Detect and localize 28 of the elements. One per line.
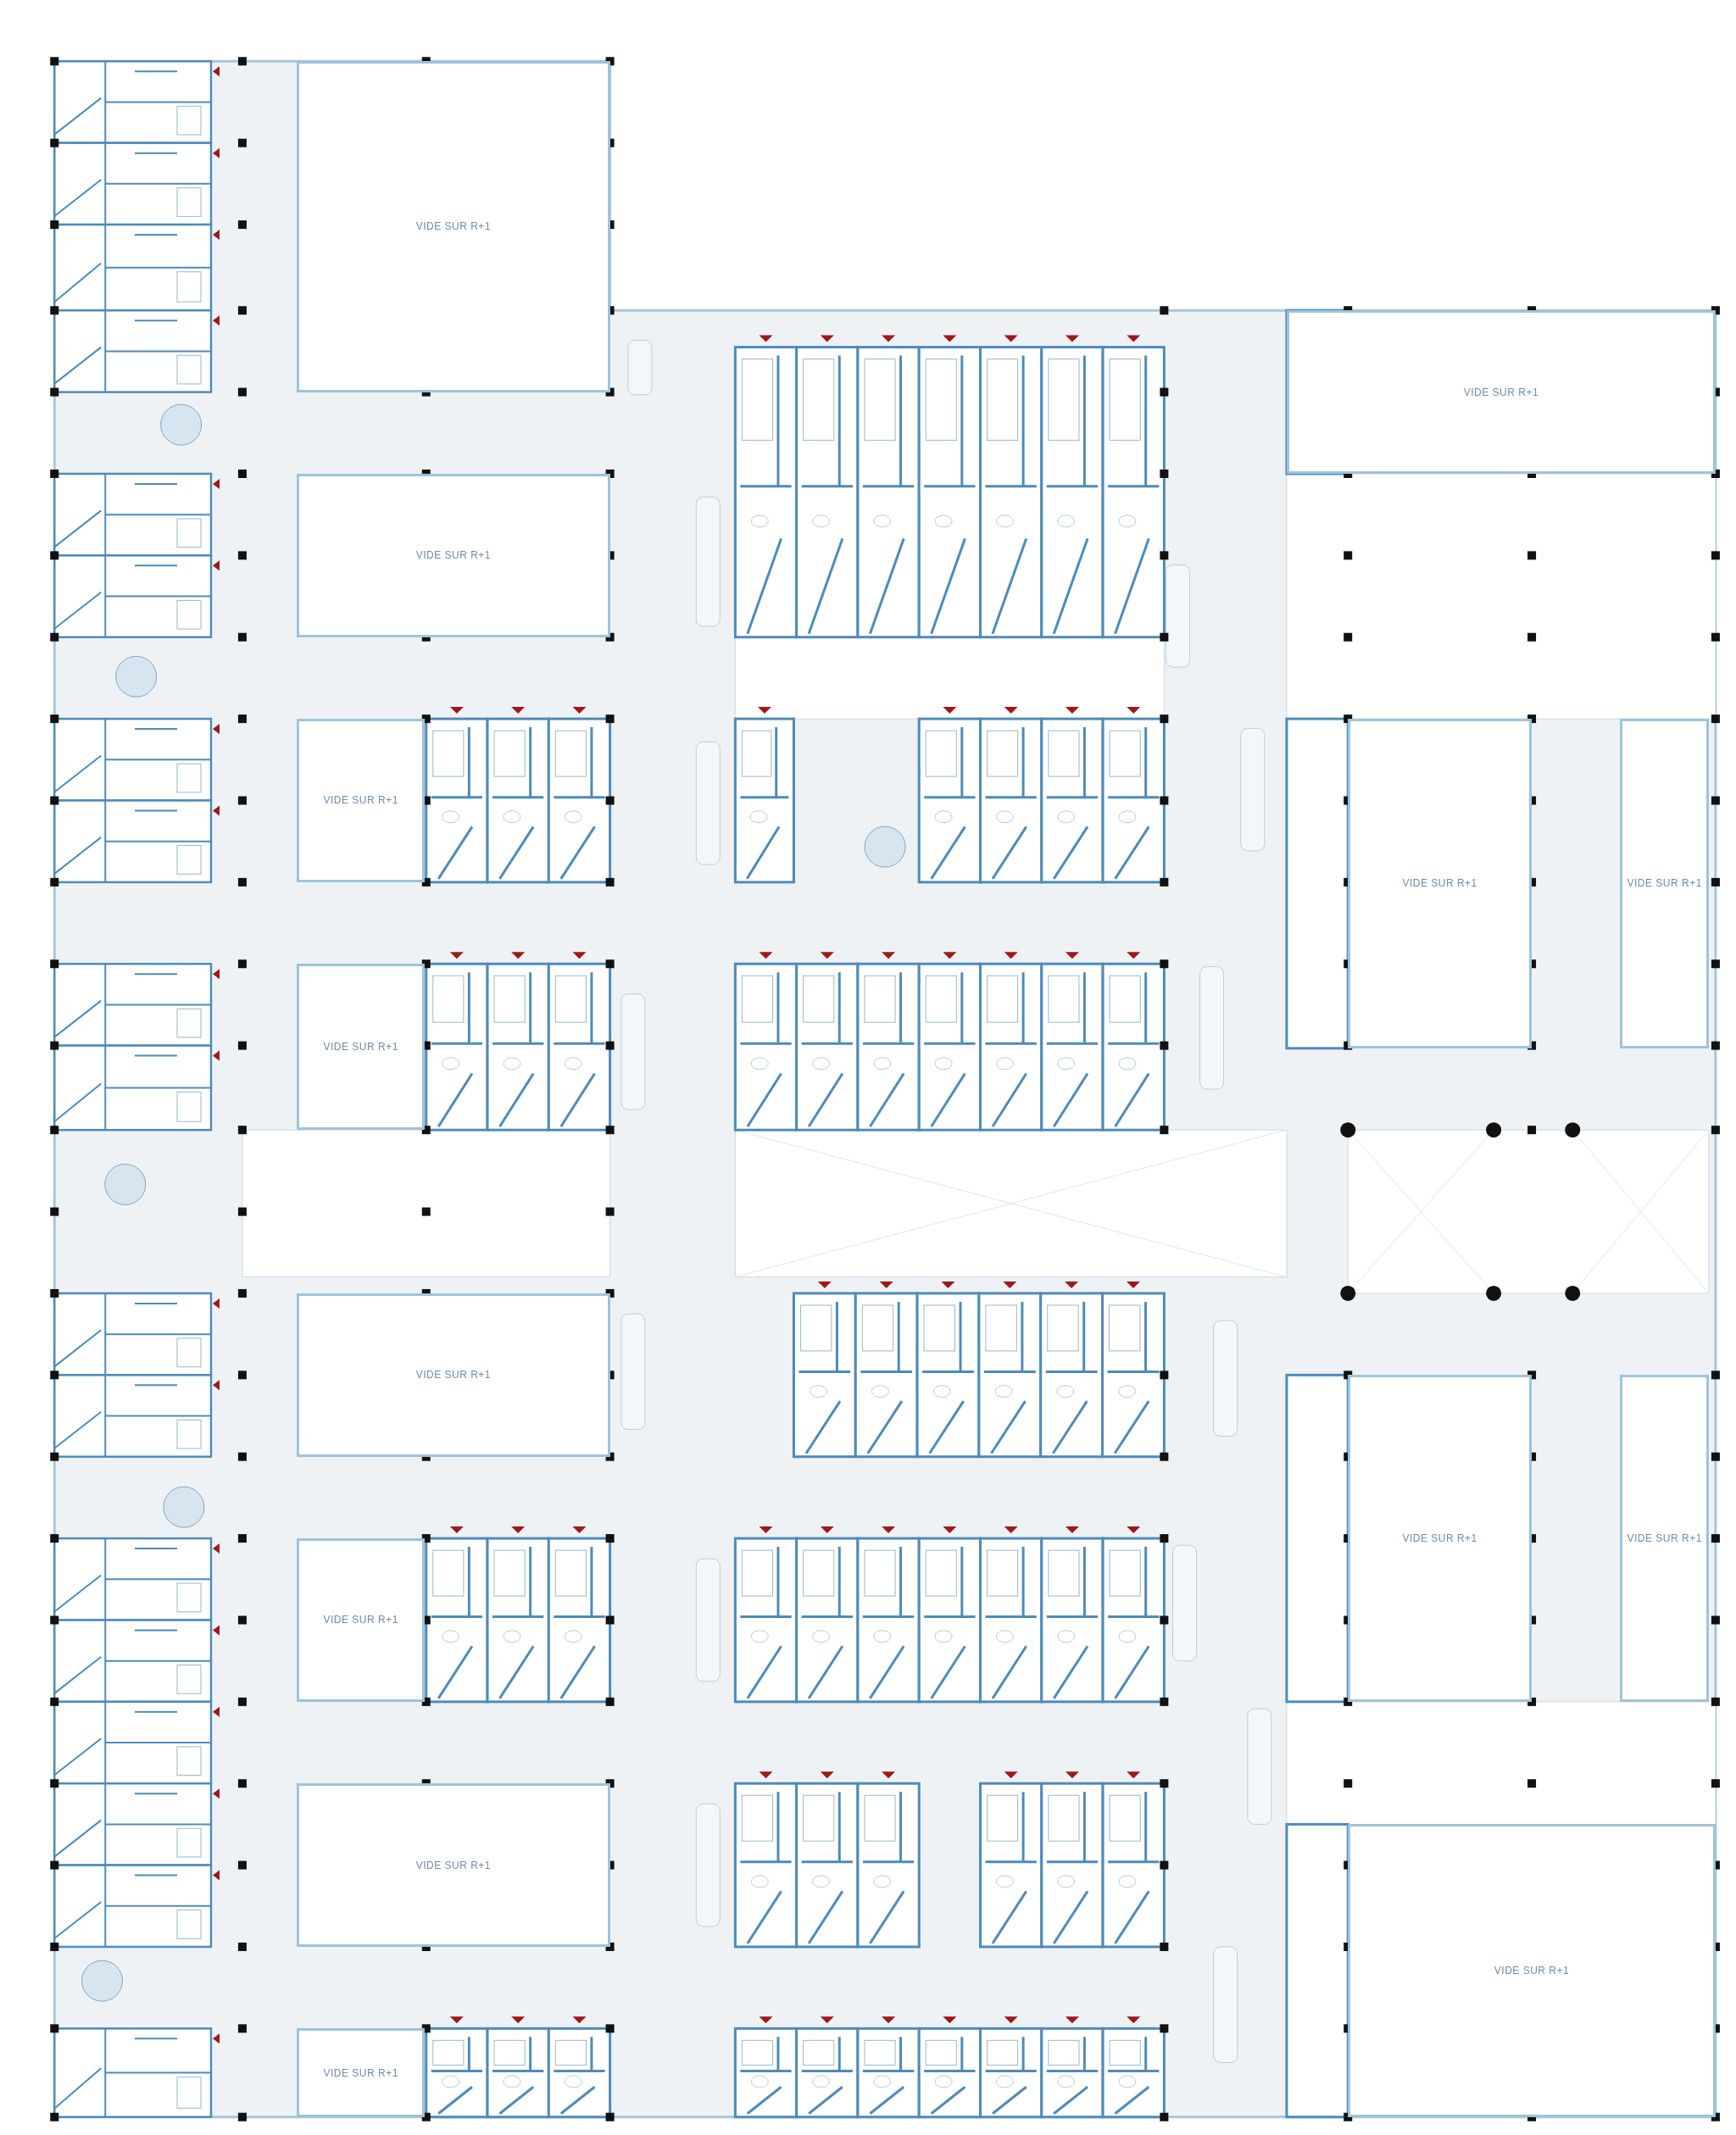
void-label: VIDE SUR R+1	[415, 1859, 492, 1871]
void-label: VIDE SUR R+1	[1402, 877, 1477, 890]
void-area	[297, 1783, 610, 1947]
void-area	[1348, 1375, 1533, 1702]
void-label: VIDE SUR R+1	[1494, 1965, 1570, 1977]
void-area	[297, 1293, 610, 1457]
void-label: VIDE SUR R+1	[1463, 386, 1539, 398]
void-label: VIDE SUR R+1	[1627, 877, 1702, 890]
void-area	[297, 964, 426, 1131]
void-label: VIDE SUR R+1	[323, 1041, 398, 1054]
void-label: VIDE SUR R+1	[1402, 1532, 1477, 1545]
void-area	[1348, 1824, 1716, 2117]
void-area	[1286, 310, 1716, 474]
void-area	[297, 719, 426, 882]
void-label: VIDE SUR R+1	[323, 2066, 398, 2079]
void-area	[297, 473, 610, 637]
void-area	[1620, 719, 1709, 1048]
void-label: VIDE SUR R+1	[323, 1614, 398, 1626]
void-area	[1620, 1375, 1709, 1702]
void-area	[297, 2028, 426, 2117]
void-area	[1348, 719, 1533, 1048]
void-label: VIDE SUR R+1	[323, 794, 398, 807]
void-label: VIDE SUR R+1	[1627, 1532, 1702, 1545]
void-label: VIDE SUR R+1	[415, 220, 492, 233]
void-label: VIDE SUR R+1	[415, 549, 492, 562]
void-area	[297, 1538, 426, 1702]
void-label: VIDE SUR R+1	[415, 1369, 492, 1382]
void-area	[297, 61, 610, 392]
